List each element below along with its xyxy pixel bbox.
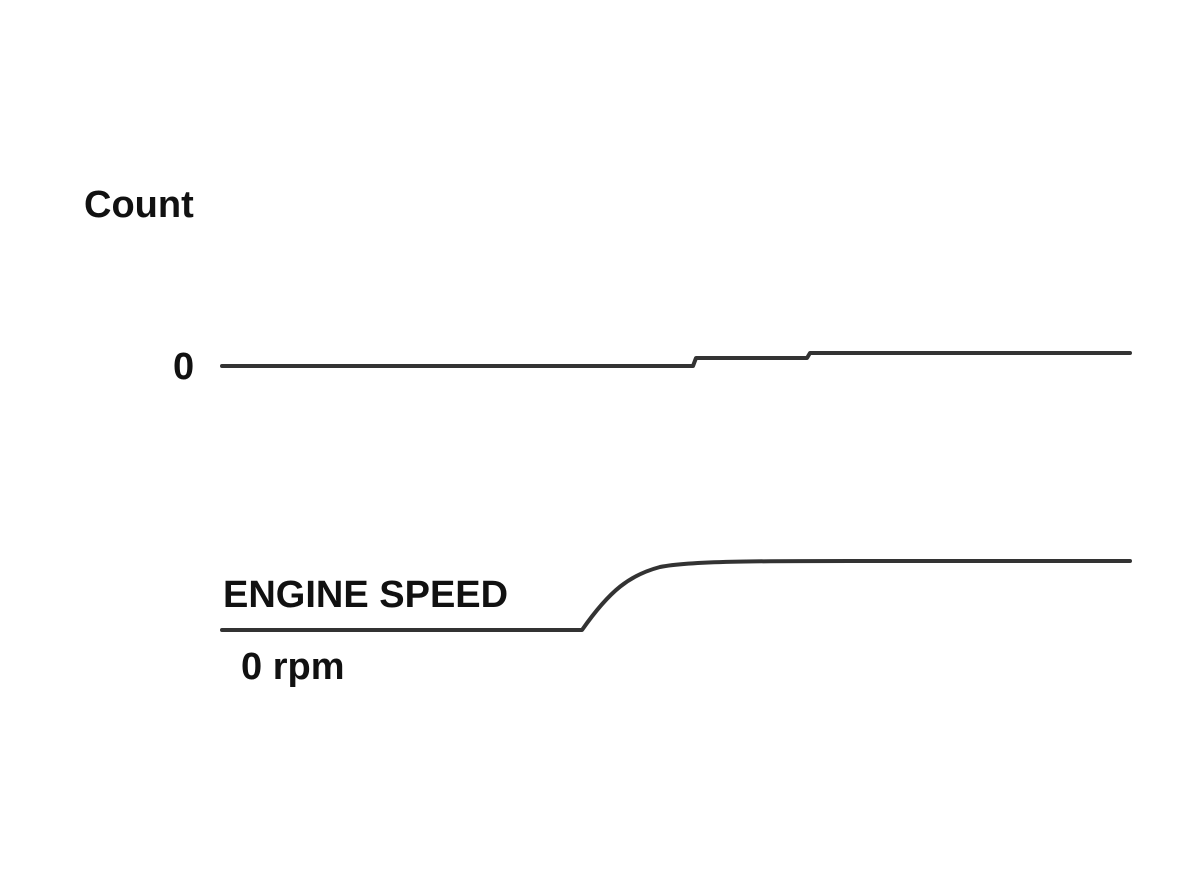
engine-speed-baseline-label: 0 rpm	[241, 646, 345, 688]
count-baseline-label: 0	[173, 346, 195, 388]
count-signal-label: Count	[84, 184, 194, 226]
engine-speed-signal-label: ENGINE SPEED	[223, 574, 509, 616]
engine-speed-waveform	[220, 559, 1132, 632]
count-waveform	[220, 351, 1132, 368]
